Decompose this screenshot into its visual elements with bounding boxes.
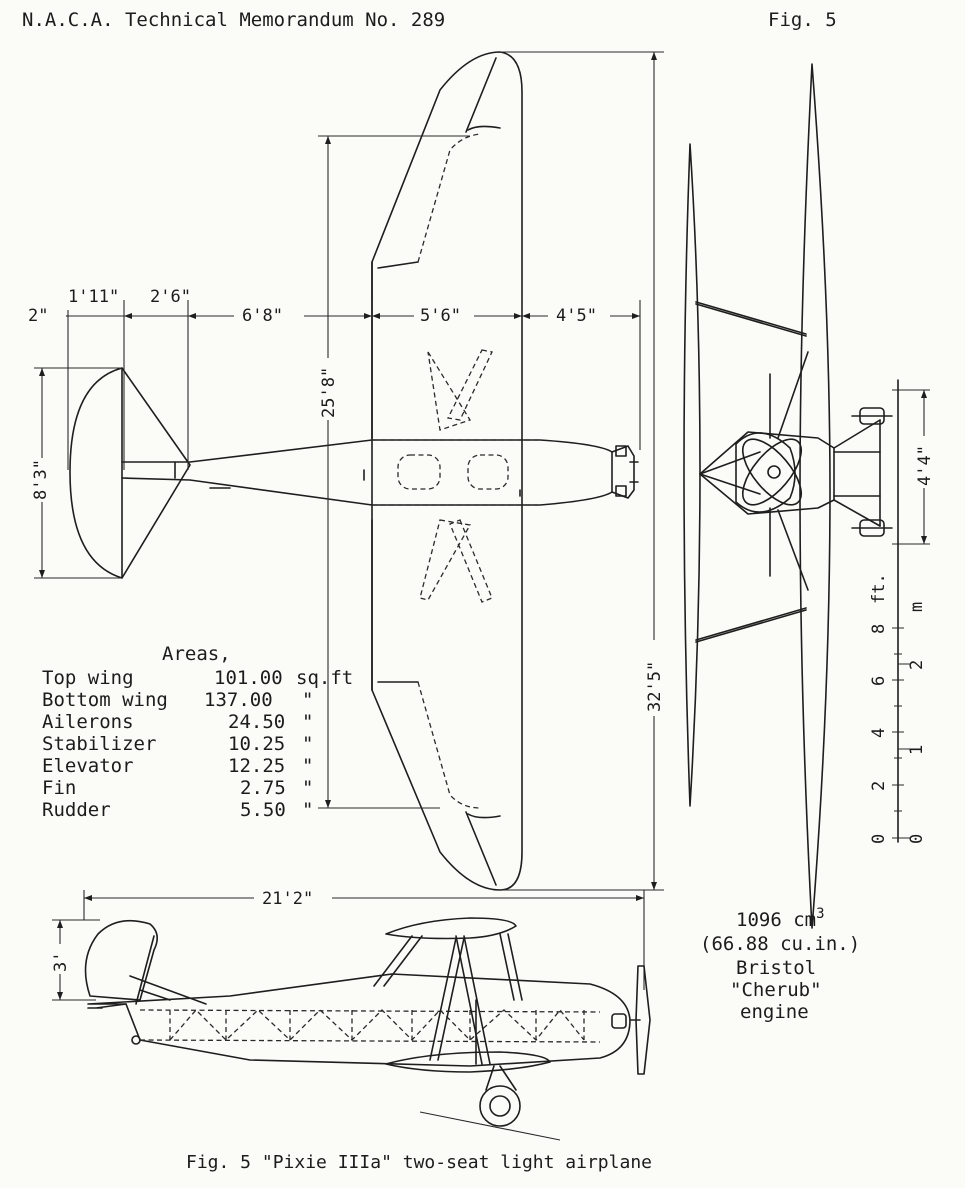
scale-ft-tick: 2 [869, 781, 889, 791]
dim-8-3: 8'3" [31, 459, 51, 500]
dim-5-6: 5'6" [420, 306, 461, 326]
areas-row: Fin 2.75 " [42, 777, 313, 799]
side-fuselage [87, 973, 631, 1067]
scale-ft-tick: 4 [869, 728, 889, 738]
svg-text:": " [302, 689, 313, 711]
areas-row: Bottom wing 137.00 " [42, 689, 313, 711]
plan-dimensions: 2" 1'11" 2'6" 6'8" 5'6" 4'5" 8'3" 25'8" … [28, 51, 665, 891]
side-fin-rudder [84, 919, 158, 1001]
svg-text:sq.ft: sq.ft [296, 667, 353, 689]
svg-text:10.25: 10.25 [228, 733, 285, 755]
scale-m-label: m [907, 602, 927, 612]
svg-text:12.25: 12.25 [228, 755, 285, 777]
engine-cu-in: (66.88 cu.in.) [700, 933, 860, 955]
areas-row: Elevator 12.25 " [42, 755, 313, 777]
scale-m-tick: 0 [907, 834, 927, 844]
figure-number: Fig. 5 [768, 9, 837, 31]
dim-21-2: 21'2" [262, 889, 313, 909]
dim-32-5: 32'5" [645, 661, 665, 712]
scale-m-tick: 1 [907, 745, 927, 755]
svg-text:24.50: 24.50 [228, 711, 285, 733]
svg-text:": " [302, 799, 313, 821]
svg-text:Rudder: Rudder [42, 799, 111, 821]
scale-ft-tick: 0 [869, 834, 889, 844]
areas-title: Areas, [162, 643, 231, 665]
memo-title: N.A.C.A. Technical Memorandum No. 289 [22, 9, 445, 31]
front-top-wing [799, 63, 831, 929]
plan-top-wing [371, 51, 523, 891]
svg-text:2.75: 2.75 [240, 777, 286, 799]
track-dimension: 4'4" [892, 389, 935, 545]
svg-text:101.00: 101.00 [214, 667, 283, 689]
scale-ft-tick: 8 [869, 624, 889, 634]
dim-3ft: 3' [51, 952, 71, 972]
svg-text:Elevator: Elevator [42, 755, 134, 777]
dim-25-8: 25'8" [319, 367, 339, 418]
side-top-wing [385, 917, 517, 940]
areas-row: Stabilizer 10.25 " [42, 733, 313, 755]
side-view: 21'2" 3' [50, 888, 651, 1141]
engine-note: 1096 cm3 (66.88 cu.in.) Bristol "Cherub"… [700, 906, 860, 1023]
dim-1-11: 1'11" [68, 287, 119, 307]
svg-text:5.50: 5.50 [240, 799, 286, 821]
areas-row: Top wing 101.00 sq.ft [42, 667, 353, 689]
plan-fuselage [121, 439, 613, 506]
scale-bar: ft. m 8 6 4 2 0 2 1 0 [869, 379, 927, 844]
front-view [683, 63, 893, 929]
scale-ft-label: ft. [869, 573, 889, 604]
engine-model: "Cherub" [730, 979, 822, 1001]
areas-row: Rudder 5.50 " [42, 799, 313, 821]
plan-view [69, 51, 639, 891]
dim-4-5: 4'5" [556, 306, 597, 326]
svg-text:137.00: 137.00 [204, 689, 273, 711]
plan-tailplane [69, 367, 191, 579]
front-bottom-wing [683, 143, 701, 807]
dim-2-6: 2'6" [150, 287, 191, 307]
engine-displacement: 1096 cm3 [736, 906, 825, 931]
svg-text:Bottom wing: Bottom wing [42, 689, 168, 711]
areas-table: Areas, Top wing 101.00 sq.ft Bottom wing… [42, 643, 353, 821]
dim-2in: 2" [28, 306, 48, 326]
svg-text:": " [302, 755, 313, 777]
svg-text:": " [302, 711, 313, 733]
svg-text:": " [302, 733, 313, 755]
dim-6-8: 6'8" [242, 306, 283, 326]
svg-text:Fin: Fin [42, 777, 76, 799]
engine-maker: Bristol [736, 957, 816, 979]
scale-ft-tick: 6 [869, 676, 889, 686]
svg-text:Stabilizer: Stabilizer [42, 733, 156, 755]
engine-label: engine [740, 1001, 809, 1023]
figure-caption: Fig. 5 "Pixie IIIa" two-seat light airpl… [186, 1152, 652, 1173]
areas-row: Ailerons 24.50 " [42, 711, 313, 733]
svg-text:Top wing: Top wing [42, 667, 134, 689]
dim-4-4: 4'4" [915, 445, 935, 486]
svg-text:": " [302, 777, 313, 799]
svg-text:Ailerons: Ailerons [42, 711, 134, 733]
scale-m-tick: 2 [907, 660, 927, 670]
